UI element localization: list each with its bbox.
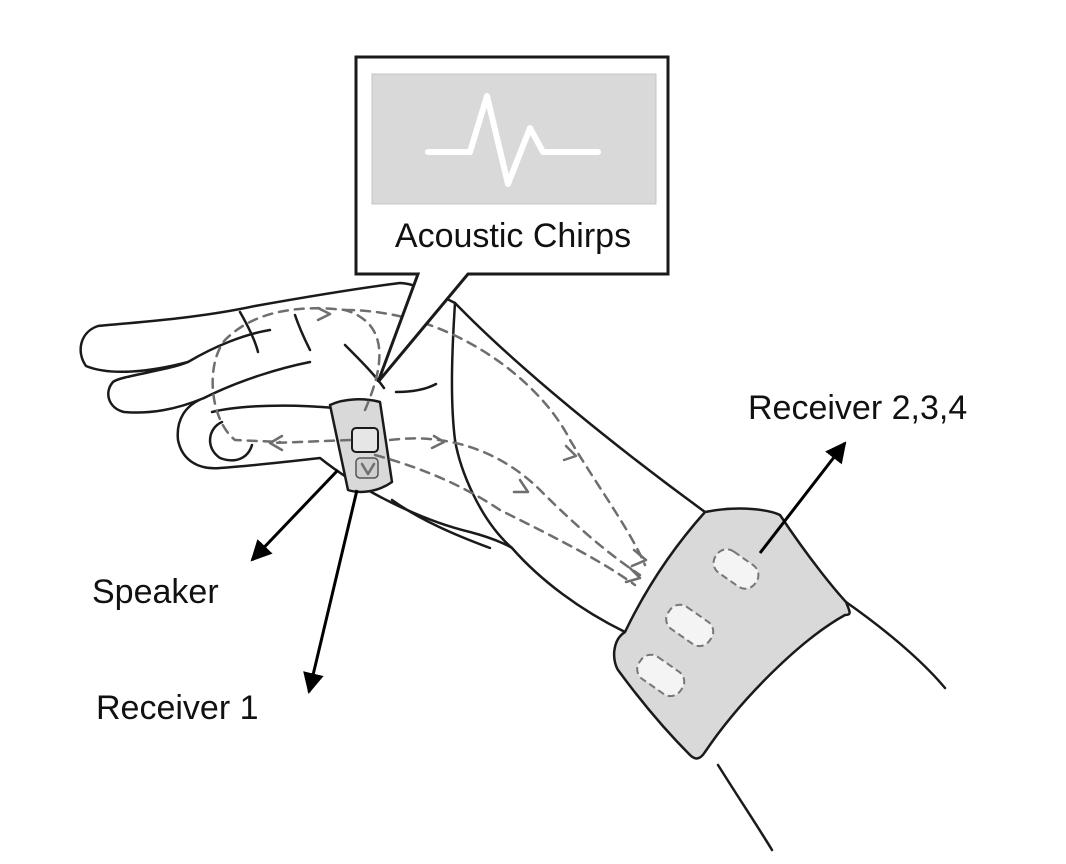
speaker-label: Speaker <box>92 573 219 611</box>
callout-label: Acoustic Chirps <box>395 217 631 255</box>
path-thumb <box>270 438 352 445</box>
ring-device <box>328 398 394 494</box>
receiver-1-unit <box>355 457 379 479</box>
hand <box>79 281 514 550</box>
path-mid-arm <box>388 437 642 577</box>
acoustic-chirps-callout: Acoustic Chirps <box>354 55 670 383</box>
waveform-screen <box>371 73 657 205</box>
receiver-1-pointer <box>303 489 359 695</box>
speaker-pointer <box>250 468 340 562</box>
signal-paths <box>211 306 648 587</box>
receiver-234-pointer <box>758 441 847 554</box>
receiver-2-pad <box>712 548 760 590</box>
wristband <box>612 507 851 760</box>
path-upper-finger <box>211 307 381 444</box>
receiver-3-pad <box>665 603 715 648</box>
receiver-1-label: Receiver 1 <box>96 689 259 727</box>
path-lower-arm <box>373 453 637 587</box>
receiver-234-label: Receiver 2,3,4 <box>748 389 967 427</box>
waveform-icon <box>425 93 601 187</box>
forearm <box>453 301 947 852</box>
speaker-unit <box>351 427 379 453</box>
pointers <box>250 441 847 695</box>
receiver-4-pad <box>636 653 686 698</box>
